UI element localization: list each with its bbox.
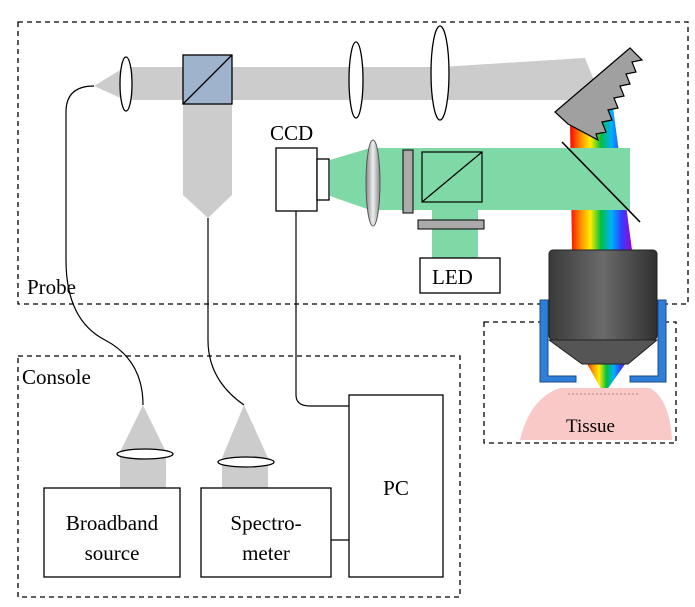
relay-lens-2 [430,25,450,121]
ccd-lens-mount [316,158,330,201]
pc-box [348,394,444,578]
tissue-sample [520,388,672,440]
broadband-label-line1: Broadband [66,511,159,535]
spectrometer-fiber [207,218,245,406]
beamsplitter-diagonal [182,54,233,105]
pc-label: PC [383,476,409,500]
ccd-cable [295,211,349,407]
source-beam [120,455,166,488]
console-label: Console [22,365,91,389]
probe-label: Probe [27,275,76,299]
spectrometer-box [200,487,332,578]
tissue-label: Tissue [566,416,615,437]
fiber-lens-left [119,56,133,112]
probe-holder [539,299,667,383]
broadband-label-line2: source [85,541,140,565]
spectrometer-lens [217,456,275,468]
led-filter-plate [417,219,485,230]
spectrometer-gray-beam [183,100,232,218]
ccd-camera [275,147,318,212]
led-box [419,257,501,294]
broadband-source-box [43,487,181,578]
focused-spectrum-beam [585,360,628,394]
spectrometer-label-line2: meter [242,541,290,565]
source-light-cone [120,405,166,452]
objective-body [548,249,658,341]
broadband-fiber [65,85,144,406]
led-label: LED [432,265,473,289]
green-beamsplitter-diagonal [421,151,483,203]
source-lens [116,448,174,460]
spectrometer-light-cone [222,405,268,458]
dichroic-mirror [561,141,641,223]
objective-tip [547,339,659,365]
tube-lens [365,139,381,227]
grating-gray-beam [442,58,600,100]
filter-plate [402,149,414,214]
relay-lens-1 [348,41,364,119]
diffraction-grating [554,47,644,142]
spectrometer-label-line1: Spectro- [230,511,301,535]
ccd-label: CCD [270,121,313,145]
